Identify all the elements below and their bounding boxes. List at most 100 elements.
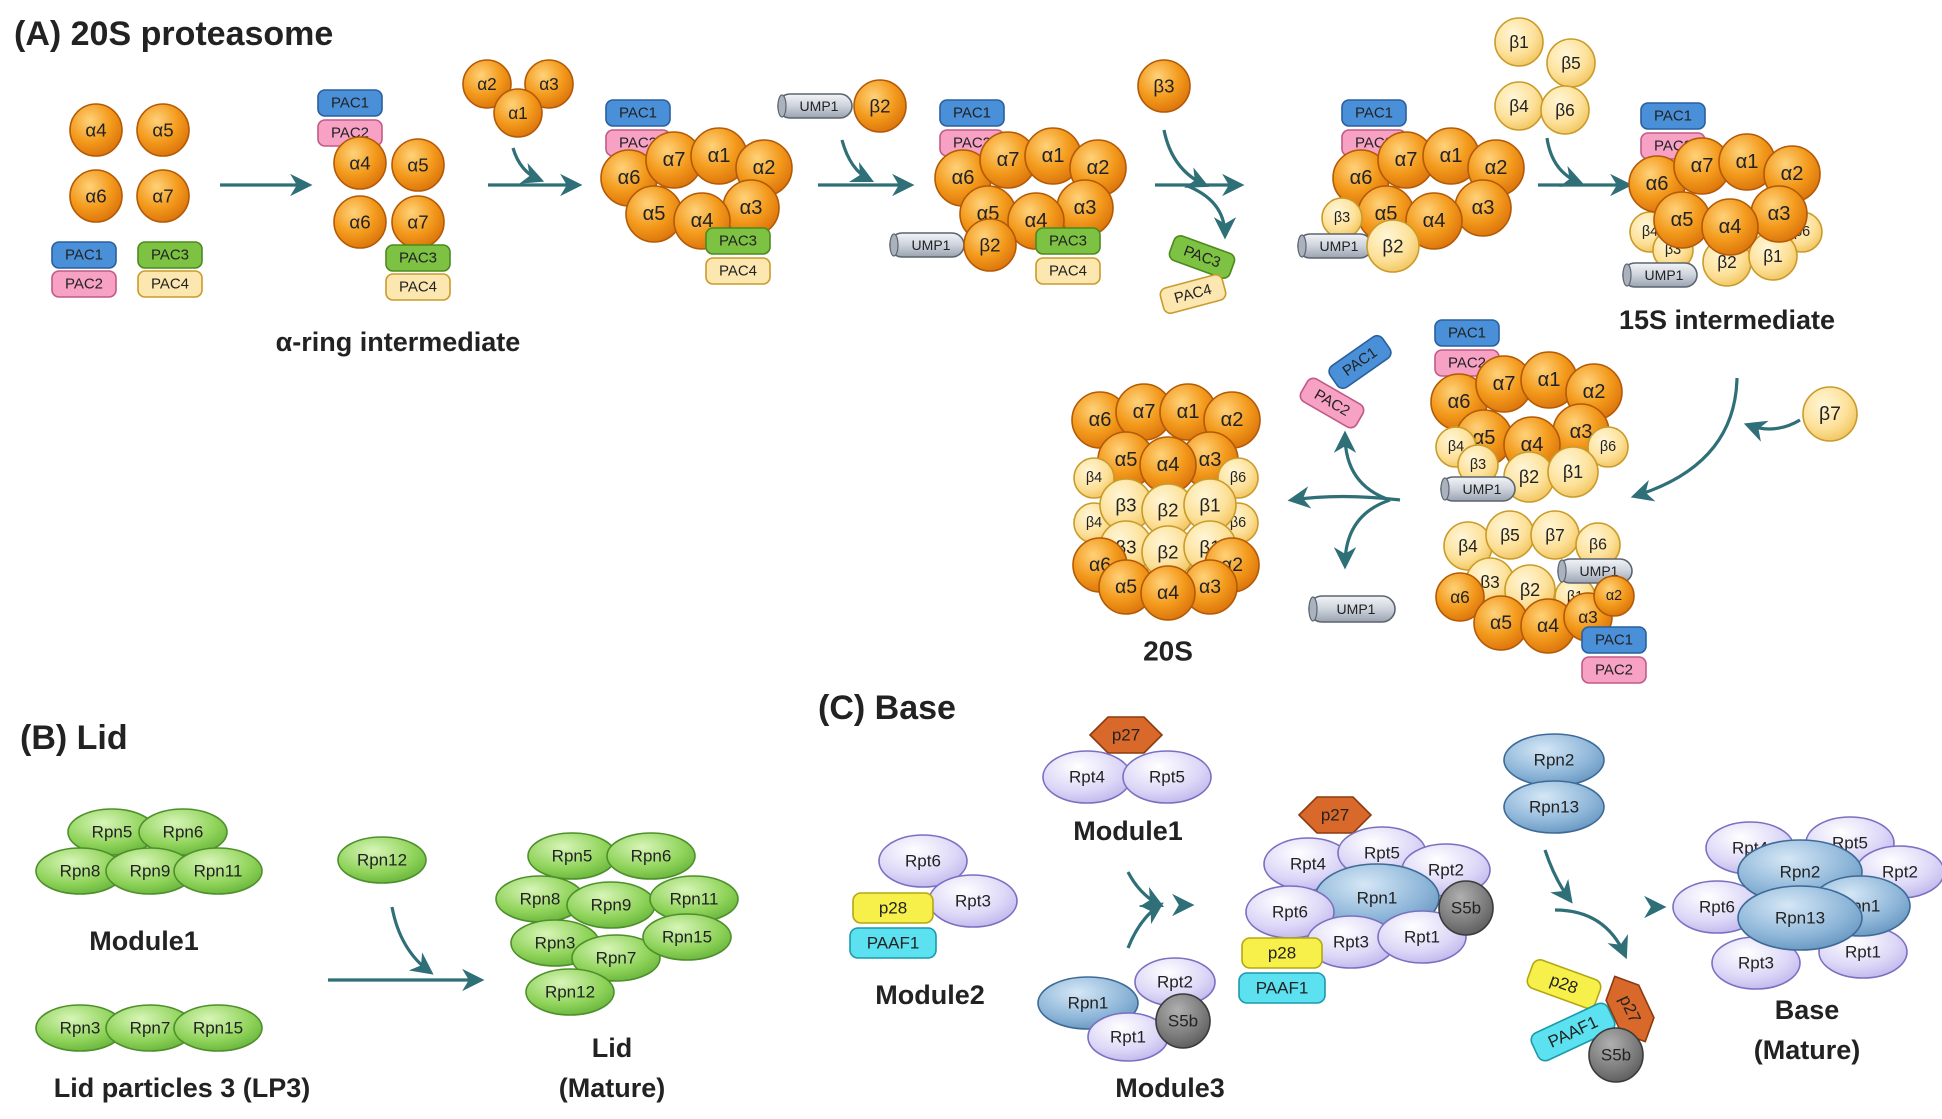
chaperone-label: PAC1 — [619, 105, 657, 122]
subunit-label: α3 — [1768, 203, 1791, 225]
subunit-label: Rpn3 — [535, 934, 576, 953]
subunit-label: β3 — [1470, 457, 1486, 473]
subunit-label: Rpn15 — [193, 1019, 243, 1038]
subunit-rpt6: Rpt6 — [1245, 885, 1335, 939]
subunit-label: β4 — [1448, 439, 1464, 455]
chaperone-label: UMP1 — [1320, 238, 1359, 254]
subunit-a7: α7 — [645, 131, 703, 189]
subunit-label: S5b — [1451, 899, 1481, 918]
subunit-a6: α6 — [69, 169, 123, 223]
subunit-label: α4 — [1025, 210, 1048, 232]
subunit-p28: p28 — [1241, 937, 1323, 969]
subunit-label: Rpt5 — [1149, 768, 1185, 787]
subunit-label: α4 — [691, 210, 714, 232]
subunit-label: Rpn7 — [130, 1019, 171, 1038]
pac1-chaperone: PAC1 — [317, 89, 383, 117]
subunit-b1: β1 — [1547, 446, 1599, 498]
subunit-label: Rpt3 — [1738, 954, 1774, 973]
subunit-label: Rpt2 — [1157, 973, 1193, 992]
subunit-label: Rpn11 — [194, 862, 243, 881]
pac3-chaperone: PAC3 — [385, 244, 451, 272]
arrow-icon — [1545, 137, 1585, 187]
subunit-rpn2: Rpn2 — [1503, 733, 1605, 787]
subunit-label: PAAF1 — [867, 934, 920, 953]
pac1-chaperone: PAC1 — [1640, 102, 1706, 130]
subunit-label: α7 — [997, 149, 1020, 171]
subunit-label: β4 — [1086, 470, 1102, 486]
chaperone-label: PAC1 — [1448, 325, 1486, 342]
subunit-label: p27 — [1112, 726, 1140, 745]
subunit-label: β4 — [1458, 536, 1478, 556]
subunit-label: p28 — [879, 899, 907, 918]
subunit-label: Rpt1 — [1110, 1028, 1146, 1047]
subunit-label: Rpt6 — [905, 852, 941, 871]
arrow-icon — [1554, 908, 1628, 960]
subunit-a2: α2 — [462, 59, 512, 109]
subunit-label: β2 — [869, 96, 890, 117]
subunit-s5b: S5b — [1155, 993, 1211, 1049]
subunit-label: Rpt3 — [1333, 933, 1369, 952]
chaperone-label: PAC3 — [1049, 233, 1087, 250]
subunit-rpn5: Rpn5 — [527, 832, 617, 880]
subunit-a4: α4 — [1139, 436, 1197, 494]
subunit-a4: α4 — [1701, 198, 1759, 256]
subunit-rpt6: Rpt6 — [878, 834, 968, 888]
subunit-label: Rpn8 — [60, 862, 101, 881]
arrow-icon — [1126, 902, 1164, 949]
chaperone-label: PAC3 — [719, 233, 757, 250]
subunit-a1: α1 — [1422, 127, 1480, 185]
subunit-label: α5 — [1671, 209, 1694, 231]
subunit-label: α7 — [1493, 373, 1516, 395]
subunit-p28: p28 — [852, 892, 934, 924]
arrow-icon — [1630, 377, 1739, 502]
subunit-label: α4 — [349, 153, 370, 174]
subunit-label: α5 — [1473, 427, 1496, 449]
subunit-rpn5: Rpn5 — [67, 808, 157, 856]
panel-c-title: (C) Base — [818, 689, 956, 727]
subunit-b2: β2 — [1141, 483, 1195, 537]
subunit-label: α6 — [1450, 587, 1470, 607]
lp3-label: Lid particles 3 (LP3) — [54, 1073, 311, 1103]
subunit-label: α2 — [753, 157, 776, 179]
subunit-b5: β5 — [1546, 38, 1596, 88]
subunit-a3: α3 — [1182, 559, 1238, 615]
subunit-a6: α6 — [1435, 572, 1485, 622]
subunit-label: α1 — [708, 145, 731, 167]
panel-a-title: (A) 20S proteasome — [14, 15, 333, 53]
subunit-label: α6 — [1089, 409, 1112, 431]
chaperone-label: PAC4 — [151, 276, 189, 293]
arrow-icon — [390, 906, 434, 975]
subunit-label: α1 — [1736, 151, 1759, 173]
subunit-a7: α7 — [136, 169, 190, 223]
subunit-a1: α1 — [1520, 351, 1578, 409]
subunit-b7: β7 — [1802, 386, 1858, 442]
subunit-p27: p27 — [1088, 716, 1164, 754]
subunit-label: α6 — [1350, 167, 1373, 189]
subunit-label: α5 — [643, 203, 666, 225]
subunit-label: Rpt3 — [955, 892, 991, 911]
subunit-label: α3 — [539, 74, 559, 94]
subunit-label: Rpn5 — [92, 823, 133, 842]
subunit-label: β6 — [1230, 515, 1246, 531]
lid-mature-label-1: Lid — [592, 1033, 633, 1063]
subunit-label: p28 — [1268, 944, 1296, 963]
subunit-a4: α4 — [1520, 598, 1576, 654]
subunit-label: β2 — [979, 235, 1000, 256]
subunit-label: α4 — [1521, 434, 1544, 456]
subunit-label: β3 — [1153, 76, 1174, 97]
chaperone-label: PAC2 — [619, 135, 657, 152]
chaperone-label: PAC3 — [151, 247, 189, 264]
chaperone-label: PAC2 — [1448, 355, 1486, 372]
subunit-label: β2 — [1382, 236, 1403, 257]
pac3-chaperone: PAC3 — [705, 227, 771, 255]
subunit-a5: α5 — [625, 185, 683, 243]
subunit-p27: p27 — [1605, 975, 1655, 1043]
subunit-rpt4: Rpt4 — [1042, 750, 1132, 804]
subunit-rpn12: Rpn12 — [525, 968, 615, 1016]
subunit-label: α4 — [1719, 216, 1742, 238]
subunit-label: α7 — [1691, 155, 1714, 177]
subunit-a3: α3 — [1454, 179, 1512, 237]
subunit-label: α3 — [1074, 197, 1097, 219]
